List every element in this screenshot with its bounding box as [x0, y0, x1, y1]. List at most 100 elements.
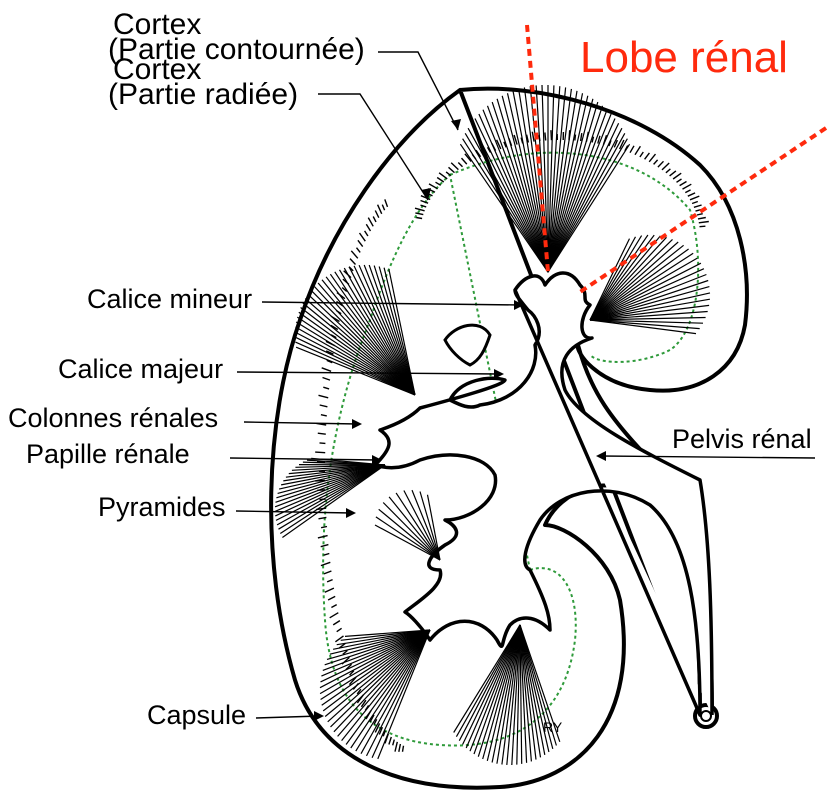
lobe-line-2 [580, 128, 826, 292]
leader-papille [230, 458, 378, 460]
cortex-spike [320, 405, 328, 407]
cortex-spike [325, 588, 334, 592]
pyramid-ray [335, 272, 415, 395]
cortex-spike [581, 133, 582, 141]
cortex-spike [645, 153, 650, 159]
pyramid-ray [275, 465, 385, 516]
cortex-spike [658, 161, 664, 167]
cortex-spike [357, 248, 361, 253]
cortex-spike [700, 226, 706, 227]
cortex-spike [375, 211, 379, 218]
leader-pyramides [236, 511, 352, 513]
cortex-spike [437, 178, 444, 183]
cortex-spike [385, 199, 388, 207]
cortex-spike [331, 605, 336, 608]
pyramid-ray [470, 625, 520, 751]
cortex-spike [378, 205, 382, 214]
cortex-spike [318, 433, 326, 434]
cortex-spike [351, 251, 358, 258]
pyramid-ray [465, 133, 548, 272]
cortex-spike [690, 196, 699, 200]
cortex-spike [321, 415, 327, 416]
cortex-spike [344, 271, 351, 278]
cortex-spike [683, 184, 692, 189]
cortex-spike [358, 240, 363, 246]
cortex-spike [649, 154, 655, 162]
cortex-spike [586, 132, 588, 142]
cortex-spike [472, 154, 476, 159]
cortex-spike [335, 636, 343, 642]
pyramid-ray [520, 625, 536, 760]
cortex-spike [532, 132, 534, 142]
cortex-spike [373, 217, 376, 222]
cortex-spike [688, 193, 695, 196]
cortex-spike [670, 171, 676, 176]
cortex-spike [316, 508, 326, 509]
cortex-spike [360, 233, 366, 241]
cortex-spike [451, 163, 458, 170]
cortex-spike [635, 146, 640, 155]
cortex-spike [699, 222, 709, 223]
cortex-spike [640, 152, 643, 157]
cortex-spike [315, 452, 325, 453]
pyramid-ray [590, 253, 693, 320]
cortex-spike [382, 205, 384, 211]
label-capsule: Capsule [147, 702, 246, 729]
cortex-spike [609, 140, 611, 146]
cortex-spike [462, 158, 467, 164]
arrowhead-colonnes [352, 419, 362, 429]
cortex-spike [368, 218, 373, 227]
cortex-spike [416, 218, 422, 219]
leader-cortex-contournee [378, 52, 458, 130]
leader-calice-majeur [237, 372, 500, 374]
pyramid-ray [520, 625, 545, 755]
cortex-spike [328, 596, 335, 600]
pyramid-ray [548, 102, 598, 272]
cortex-spike [569, 130, 570, 140]
cortex-spike [323, 378, 331, 381]
cortex-spike [680, 182, 687, 186]
cortex-spike [324, 571, 332, 574]
cortex-spike [323, 387, 329, 389]
cortex-spike [439, 173, 447, 179]
cortex-spike [492, 144, 496, 151]
cortex-spike [673, 173, 681, 179]
pyramid-ray [548, 139, 627, 272]
cortex-spike [337, 628, 342, 631]
cortex-spike [327, 580, 333, 582]
label-cortex-radiee-line2: (Partie radiée) [108, 80, 298, 110]
cortex-spike [321, 545, 329, 547]
cortex-spike [545, 133, 546, 141]
label-pelvis-renal: Pelvis rénal [672, 426, 812, 453]
pyramid-ray [297, 317, 415, 395]
title-lobe-renal: Lobe rénal [580, 36, 788, 80]
label-papille-renale: Papille rénale [26, 441, 190, 468]
cortex-spike [697, 214, 703, 215]
cortex-spike [324, 554, 330, 556]
label-calice-mineur: Calice mineur [87, 286, 252, 313]
label-calice-majeur: Calice majeur [58, 356, 223, 383]
pelvis-cavity [375, 273, 712, 715]
cortex-spike [353, 683, 358, 689]
pyramid-ray [379, 509, 440, 560]
inner-calyx [445, 325, 490, 365]
pyramid-ray [376, 517, 440, 560]
leader-capsule [256, 716, 320, 718]
pyramid-ray [351, 630, 430, 748]
pyramid-ray [389, 497, 440, 560]
cortex-spike [393, 740, 395, 746]
cortex-spike [389, 737, 391, 745]
cortex-spike [415, 213, 423, 215]
cortex-spike [322, 368, 331, 372]
cortex-spike [539, 135, 540, 141]
cortex-spike [630, 146, 634, 153]
cortex-spike [365, 231, 368, 236]
pyramid-ray [412, 490, 440, 560]
signature-ry: RY [543, 720, 562, 734]
cortex-spike [395, 742, 397, 752]
cortex-spike [449, 167, 455, 172]
cortex-spike [319, 395, 329, 398]
cortex-spike [321, 527, 327, 528]
